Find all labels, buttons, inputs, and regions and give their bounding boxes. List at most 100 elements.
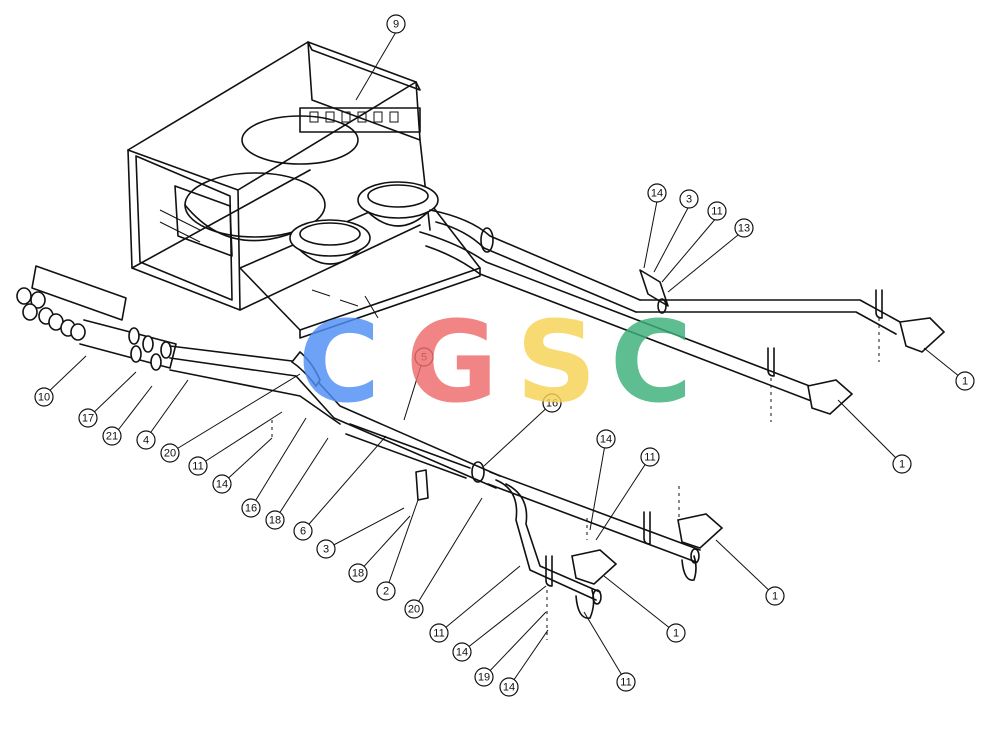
callout-circle <box>414 347 434 367</box>
callout-14: 14 <box>647 183 667 203</box>
callout-label: 13 <box>738 223 750 235</box>
callout-4: 4 <box>136 430 156 450</box>
callout-label: 16 <box>546 398 558 410</box>
callout-label: 17 <box>82 413 94 425</box>
callout-16: 16 <box>542 393 562 413</box>
callout-1: 1 <box>892 454 912 474</box>
callout-label: 14 <box>503 682 515 694</box>
callout-label: 11 <box>433 628 444 640</box>
callout-circle <box>734 218 754 238</box>
callout-circle <box>616 672 636 692</box>
callout-circle <box>188 456 208 476</box>
callout-label: 1 <box>962 376 968 388</box>
callout-17: 17 <box>78 408 98 428</box>
callout-circle <box>316 539 336 559</box>
callout-21: 21 <box>102 426 122 446</box>
callout-circle <box>241 498 261 518</box>
callout-label: 18 <box>269 515 281 527</box>
callout-1: 1 <box>666 623 686 643</box>
callout-14: 14 <box>212 474 232 494</box>
callout-20: 20 <box>160 443 180 463</box>
callout-2: 2 <box>376 581 396 601</box>
callout-label: 1 <box>772 591 778 603</box>
callout-11: 11 <box>429 623 449 643</box>
callout-label: 20 <box>408 604 420 616</box>
callout-label: 1 <box>899 459 905 471</box>
callout-14: 14 <box>452 642 472 662</box>
callout-18: 18 <box>265 510 285 530</box>
callout-circle <box>160 443 180 463</box>
callout-label: 5 <box>421 352 427 364</box>
callout-circle <box>212 474 232 494</box>
callout-9: 9 <box>386 14 406 34</box>
callout-11: 11 <box>616 672 636 692</box>
callout-circle <box>348 563 368 583</box>
callout-circle <box>265 510 285 530</box>
callout-label: 14 <box>216 479 228 491</box>
callout-label: 9 <box>393 19 399 31</box>
callout-6: 6 <box>293 521 313 541</box>
callout-18: 18 <box>348 563 368 583</box>
callout-circle <box>404 599 424 619</box>
callout-circle <box>765 586 785 606</box>
callout-circle <box>78 408 98 428</box>
callout-3: 3 <box>316 539 336 559</box>
callout-label: 18 <box>352 568 364 580</box>
callout-16: 16 <box>241 498 261 518</box>
callout-label: 19 <box>478 672 490 684</box>
callout-13: 13 <box>734 218 754 238</box>
leader-lines <box>43 31 966 688</box>
callout-circle <box>474 667 494 687</box>
callout-label: 16 <box>245 503 257 515</box>
lower-tube-assembly <box>169 345 724 640</box>
callout-circle <box>452 642 472 662</box>
callout-circle <box>679 189 699 209</box>
callout-circle <box>429 623 449 643</box>
callout-circle <box>499 677 519 697</box>
manifold-block <box>16 265 177 371</box>
callout-label: 14 <box>456 647 468 659</box>
callout-label: 3 <box>323 544 329 556</box>
main-frame-assembly <box>127 41 481 339</box>
callout-14: 14 <box>499 677 519 697</box>
callout-11: 11 <box>188 456 208 476</box>
callout-label: 20 <box>164 448 176 460</box>
callout-label: 1 <box>673 628 679 640</box>
callout-circle <box>647 183 667 203</box>
callout-circle <box>892 454 912 474</box>
callout-label: 11 <box>192 461 203 473</box>
callout-label: 14 <box>651 188 663 200</box>
callout-label: 4 <box>143 435 149 447</box>
callout-1: 1 <box>765 586 785 606</box>
callout-5: 5 <box>414 347 434 367</box>
callout-circle <box>386 14 406 34</box>
callout-3: 3 <box>679 189 699 209</box>
callout-circle <box>707 201 727 221</box>
callout-label: 11 <box>644 452 655 464</box>
callout-circle <box>542 393 562 413</box>
callout-label: 11 <box>711 206 722 218</box>
callout-circle <box>136 430 156 450</box>
callout-label: 14 <box>600 434 612 446</box>
callout-label: 11 <box>620 677 631 689</box>
callout-20: 20 <box>404 599 424 619</box>
callout-circle <box>666 623 686 643</box>
callout-circle <box>293 521 313 541</box>
callout-14: 14 <box>596 429 616 449</box>
callout-circle <box>102 426 122 446</box>
callout-label: 3 <box>686 194 692 206</box>
callout-11: 11 <box>707 201 727 221</box>
callout-circle <box>376 581 396 601</box>
callout-label: 6 <box>300 526 306 538</box>
callout-1: 1 <box>955 371 975 391</box>
callout-19: 19 <box>474 667 494 687</box>
callout-10: 10 <box>34 387 54 407</box>
callout-circle <box>955 371 975 391</box>
callout-label: 2 <box>383 586 389 598</box>
callout-circle <box>34 387 54 407</box>
callout-label: 10 <box>38 392 50 404</box>
callout-11: 11 <box>640 447 660 467</box>
upper-tube-assembly <box>419 209 946 422</box>
callout-circle <box>596 429 616 449</box>
